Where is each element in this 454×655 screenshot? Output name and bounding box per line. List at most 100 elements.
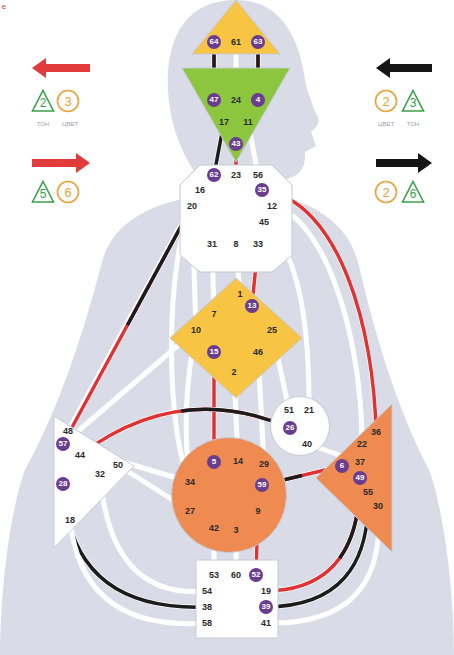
gate-number: 40 [302, 439, 312, 449]
triangle-outline [33, 182, 54, 203]
circle-outline [376, 182, 397, 203]
tone-triangle: 5 [31, 180, 55, 204]
arrow-right-black [376, 153, 432, 173]
active-gate-number: 57 [56, 437, 70, 451]
caption-label: ТОН [37, 121, 49, 127]
tone-triangle: 3 [401, 89, 425, 113]
active-gate-number: 39 [259, 600, 273, 614]
g-center: 1713102515462 [170, 278, 302, 398]
gate-number: 30 [373, 501, 383, 511]
triangle-outline [403, 91, 424, 112]
triangle-outline [33, 91, 54, 112]
center-shape [171, 437, 287, 553]
center-outline [54, 416, 134, 548]
ajna-center: 47244171143 [182, 68, 290, 162]
caption-label: ТОН [407, 121, 419, 127]
color-number: 2 [382, 95, 389, 109]
gate-number: 18 [65, 515, 75, 525]
gate-number: 31 [207, 239, 217, 249]
active-gate-number: 64 [207, 35, 221, 49]
gate-number: 22 [357, 439, 367, 449]
gate-number: 12 [267, 201, 277, 211]
channel-line [266, 506, 379, 623]
tone-triangle: 2 [31, 89, 55, 113]
gate-number: 17 [219, 117, 229, 127]
caption-label: ЦВЕТ [62, 121, 78, 127]
spleen-center: 48574450322818 [54, 416, 134, 548]
gate-number: 32 [95, 469, 105, 479]
active-gate-number: 35 [255, 183, 269, 197]
active-gate-number: 6 [335, 459, 349, 473]
gate-number: 27 [185, 506, 195, 516]
color-circle: 2 [374, 180, 398, 204]
active-gate-number: 43 [229, 137, 243, 151]
center-outline [196, 560, 278, 638]
corner-mark: e [2, 2, 6, 11]
active-gate-number: 13 [245, 299, 259, 313]
sacral-center: 514293427599423 [171, 437, 287, 553]
channel-base [266, 506, 379, 623]
gate-number: 33 [253, 239, 263, 249]
gate-number: 42 [209, 523, 219, 533]
center-shape [170, 278, 302, 398]
gate-number: 58 [202, 618, 212, 628]
center-outline [180, 165, 292, 272]
root-center: 536052541938395841 [196, 560, 278, 638]
center-outline [182, 68, 290, 162]
arrow-left-black [376, 58, 432, 78]
gate-number: 7 [211, 309, 216, 319]
head-center: 646163 [192, 0, 280, 54]
color-circle: 2 [374, 89, 398, 113]
throat-center: 622356163520124531833 [180, 165, 292, 272]
gate-number: 16 [195, 185, 205, 195]
color-circle: 3 [56, 89, 80, 113]
color-number: 6 [64, 186, 71, 200]
gate-number: 21 [304, 405, 314, 415]
gate-number: 38 [202, 602, 212, 612]
color-number: 3 [64, 95, 71, 109]
gate-number: 46 [253, 347, 263, 357]
center-shape [270, 396, 330, 456]
active-gate-number: 47 [207, 93, 221, 107]
gate-number: 8 [233, 239, 238, 249]
gate-number: 10 [191, 325, 201, 335]
gate-number: 3 [233, 525, 238, 535]
active-gate-number: 28 [56, 477, 70, 491]
color-number: 2 [382, 186, 389, 200]
gate-number: 24 [231, 95, 241, 105]
center-shape [180, 165, 292, 272]
gate-number: 2 [231, 367, 236, 377]
caption-label: ЦВЕТ [378, 121, 394, 127]
channel-line [70, 520, 207, 624]
gate-number: 1 [237, 289, 242, 299]
gate-number: 25 [267, 325, 277, 335]
color-circle: 6 [56, 180, 80, 204]
tone-triangle: 6 [401, 180, 425, 204]
active-gate-number: 5 [207, 455, 221, 469]
tone-number: 3 [410, 96, 417, 110]
gate-number: 37 [355, 457, 365, 467]
active-gate-number: 63 [251, 35, 265, 49]
arrow-left-red [32, 58, 90, 78]
gate-number: 36 [371, 427, 381, 437]
tone-number: 5 [40, 187, 47, 201]
channel-base [70, 520, 207, 624]
active-gate-number: 59 [255, 478, 269, 492]
gate-number: 20 [187, 201, 197, 211]
center-outline [192, 0, 280, 54]
heart-center: 51 21 26 40 [270, 396, 330, 456]
triangle-outline [403, 182, 424, 203]
gate-number: 50 [113, 460, 123, 470]
gate-number: 11 [243, 117, 253, 127]
gate-number: 51 [284, 405, 294, 415]
gate-number: 54 [202, 586, 212, 596]
gate-number: 45 [259, 217, 269, 227]
active-gate-number: 26 [283, 421, 297, 435]
gate-number: 14 [233, 456, 243, 466]
gate-number: 41 [261, 618, 271, 628]
center-outline [316, 404, 392, 552]
circle-outline [58, 182, 79, 203]
gate-number: 34 [185, 477, 195, 487]
circle-outline [58, 91, 79, 112]
